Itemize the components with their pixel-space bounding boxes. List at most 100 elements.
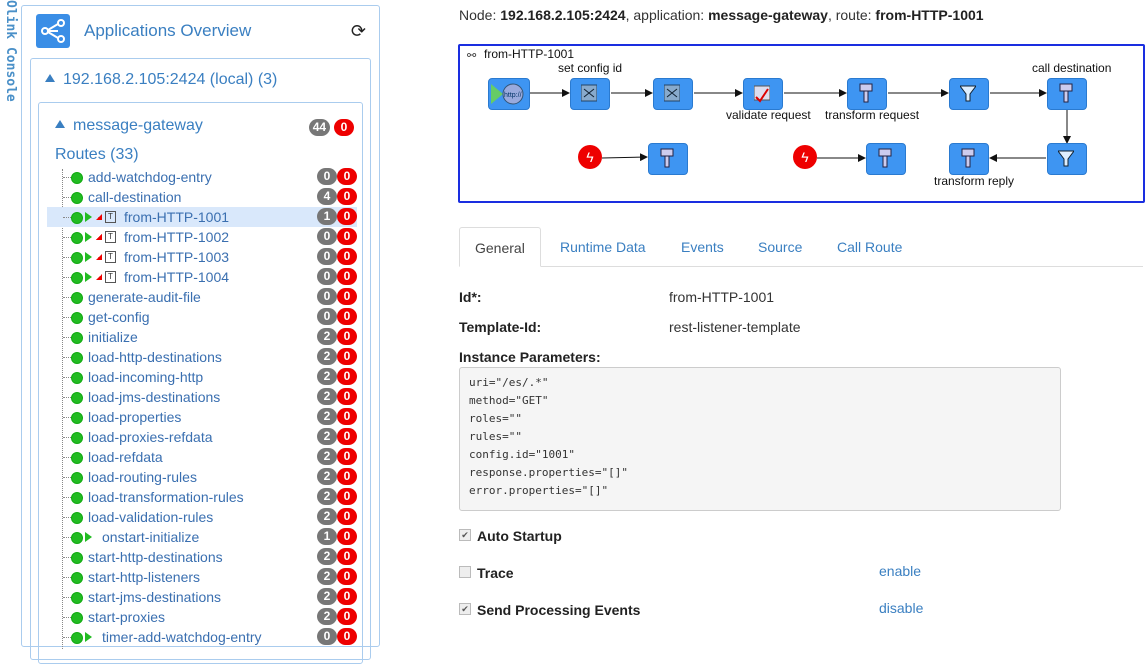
send-events-disable-link[interactable]: disable (879, 600, 924, 616)
route-name[interactable]: timer-add-watchdog-entry (102, 629, 262, 645)
play-icon[interactable] (85, 532, 92, 542)
tab-runtime-data[interactable]: Runtime Data (560, 239, 646, 255)
call-destination-node[interactable] (1047, 78, 1087, 110)
tab-events[interactable]: Events (681, 239, 724, 255)
processor-node[interactable] (653, 78, 693, 110)
tab-general[interactable]: General (459, 227, 541, 267)
validate-request-node[interactable] (743, 78, 783, 110)
status-green-icon (71, 292, 83, 304)
auto-startup-checkbox[interactable]: ✔ (459, 529, 471, 541)
route-name[interactable]: get-config (88, 309, 150, 325)
error-handler-icon[interactable]: ϟ (578, 145, 602, 169)
play-icon[interactable] (85, 252, 92, 262)
transform-reply-node[interactable] (949, 143, 989, 175)
route-name[interactable]: from-HTTP-1001 (124, 209, 230, 225)
tree-branch (63, 517, 71, 518)
route-name[interactable]: load-properties (88, 409, 182, 425)
count-badge: 44 (308, 119, 331, 136)
status-green-icon (71, 592, 83, 604)
play-icon[interactable] (85, 272, 92, 282)
tree-branch (63, 597, 71, 598)
route-name[interactable]: load-refdata (88, 449, 163, 465)
error-badge: 0 (337, 548, 357, 565)
route-name[interactable]: load-transformation-rules (88, 489, 244, 505)
route-name[interactable]: load-incoming-http (88, 369, 204, 385)
route-name[interactable]: initialize (88, 329, 138, 345)
error-badge: 0 (337, 268, 357, 285)
count-badge: 2 (317, 568, 337, 585)
play-icon[interactable] (85, 232, 92, 242)
error-handler-icon[interactable]: ϟ (793, 145, 817, 169)
status-green-icon (71, 432, 83, 444)
route-name[interactable]: from-HTTP-1004 (124, 269, 230, 285)
call-destination-label: call destination (1032, 61, 1112, 75)
tree-branch (63, 577, 71, 578)
route-name[interactable]: load-jms-destinations (88, 389, 221, 405)
route-name[interactable]: load-routing-rules (88, 469, 197, 485)
route-name[interactable]: start-http-destinations (88, 549, 223, 565)
status-green-icon (71, 632, 83, 644)
tree-branch (63, 637, 71, 638)
error-badge: 0 (337, 588, 357, 605)
trace-enable-link[interactable]: enable (879, 563, 922, 579)
tab-source[interactable]: Source (758, 239, 803, 255)
route-name[interactable]: from-HTTP-1003 (124, 249, 230, 265)
set-config-id-node[interactable] (570, 78, 610, 110)
play-icon[interactable] (85, 632, 92, 642)
application-toggle[interactable]: message-gateway (55, 117, 203, 135)
node-box: 192.168.2.105:2424 (local) (3) message-g… (30, 58, 371, 664)
send-events-checkbox[interactable]: ✔ (459, 603, 471, 615)
route-name[interactable]: onstart-initialize (102, 529, 200, 545)
error-processor-node[interactable] (866, 143, 906, 175)
route-name[interactable]: call-destination (88, 189, 182, 205)
route-name[interactable]: add-watchdog-entry (88, 169, 212, 185)
instance-parameters-block[interactable]: uri="/es/.*" method="GET" roles="" rules… (459, 367, 1061, 511)
collapse-triangle-icon (55, 120, 65, 128)
http-endpoint-node[interactable]: http:// (488, 78, 530, 110)
play-icon[interactable] (85, 212, 92, 222)
route-name[interactable]: load-http-destinations (88, 349, 222, 365)
refresh-icon[interactable]: ⟳ (350, 21, 366, 41)
route-name[interactable]: from-HTTP-1002 (124, 229, 230, 245)
route-name[interactable]: load-proxies-refdata (88, 429, 213, 445)
route-name[interactable]: start-proxies (88, 609, 166, 625)
route-name[interactable]: load-validation-rules (88, 509, 214, 525)
error-processor-node[interactable] (648, 143, 688, 175)
route-name[interactable]: generate-audit-file (88, 289, 201, 305)
route-name[interactable]: start-http-listeners (88, 569, 201, 585)
route-name[interactable]: start-jms-destinations (88, 589, 222, 605)
filter-reply-node[interactable] (1047, 143, 1087, 175)
count-badge: 2 (317, 368, 337, 385)
trace-checkbox[interactable] (459, 566, 471, 578)
transform-request-node[interactable] (847, 78, 887, 110)
tab-call-route[interactable]: Call Route (837, 239, 903, 255)
auto-startup-label: Auto Startup (477, 528, 562, 544)
node-toggle[interactable]: 192.168.2.105:2424 (local) (3) (45, 71, 277, 89)
filter-node[interactable] (949, 78, 989, 110)
routes-header[interactable]: Routes (33) (55, 146, 139, 163)
